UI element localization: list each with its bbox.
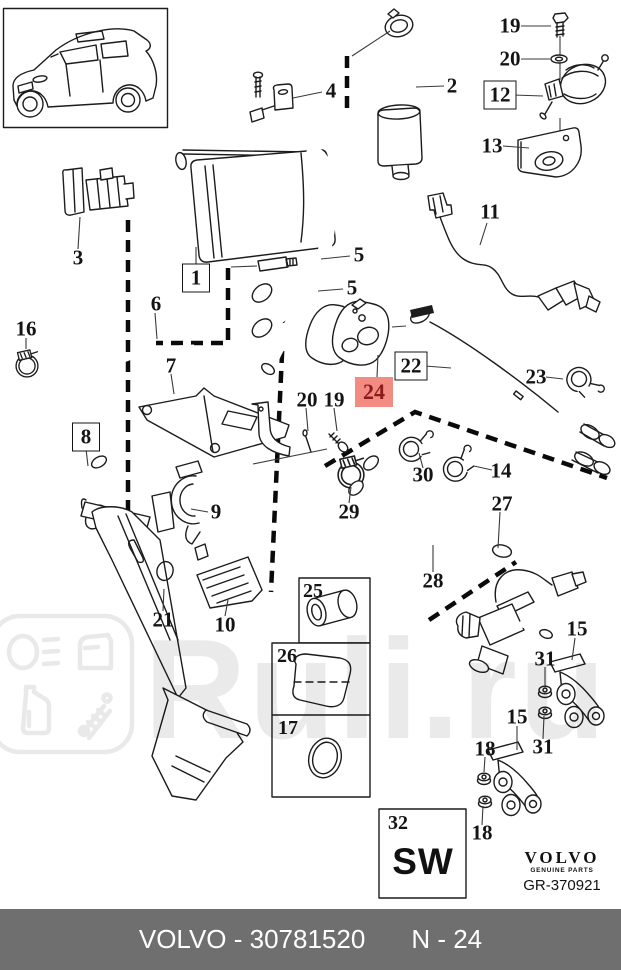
callout-8[interactable]: 8 [72,422,100,452]
sw-box [378,808,467,899]
callout-14[interactable]: 14 [490,458,512,483]
callout-2[interactable]: 2 [446,73,458,98]
part-9-pipe-clamp [151,460,203,545]
part-1-heater-unit [172,120,339,376]
callout-19[interactable]: 19 [499,13,521,38]
callout-22[interactable]: 22 [394,351,428,381]
panel-box-26-17 [271,642,371,798]
callout-26[interactable]: 26 [277,645,297,667]
part-6-hose [53,344,195,393]
part-12-valve-group [517,12,609,178]
callout-25[interactable]: 25 [303,580,323,602]
callout-30[interactable]: 30 [412,462,434,487]
callout-13[interactable]: 13 [481,133,503,158]
callout-24[interactable]: 24 [355,377,393,407]
callout-31[interactable]: 31 [532,734,554,759]
callout-18[interactable]: 18 [474,736,496,761]
callout-16[interactable]: 16 [15,316,37,341]
valve-assembly [455,569,587,675]
callout-15[interactable]: 15 [506,704,528,729]
car-thumbnail [2,7,169,129]
callout-4[interactable]: 4 [325,78,337,103]
part-15-bracket-upper [549,653,605,729]
callout-5[interactable]: 5 [353,242,365,267]
callout-15[interactable]: 15 [566,616,588,641]
callout-10[interactable]: 10 [214,612,236,637]
part-11-cable-harness [427,192,601,313]
part-10-plate [194,543,263,609]
callout-29[interactable]: 29 [338,499,360,524]
callout-31[interactable]: 31 [534,646,556,671]
footer-page-ref: N - 24 [411,924,483,954]
footer-part-number: VOLVO - 30781520 [138,924,366,954]
footer-bar: VOLVO - 30781520 N - 24 [0,909,621,970]
volvo-logo-block: VOLVO GENUINE PARTS GR-370921 [506,848,618,894]
callout-7[interactable]: 7 [165,353,177,378]
drawing-reference: GR-370921 [523,877,601,894]
part-24-gasket-plates [305,298,390,366]
callout-6[interactable]: 6 [150,291,162,316]
callout-32[interactable]: 32 [388,812,408,834]
callout-20[interactable]: 20 [499,46,521,71]
part-7-bracket [138,387,290,458]
volvo-wordmark: VOLVO [524,848,600,867]
callout-12[interactable]: 12 [483,80,517,110]
part-8-bracket-hose [47,452,251,801]
part-21-o-ring [156,560,174,582]
leader-lines [25,25,576,826]
callout-3[interactable]: 3 [72,245,84,270]
callout-23[interactable]: 23 [525,364,547,389]
callout-5[interactable]: 5 [346,275,358,300]
callout-9[interactable]: 9 [210,499,222,524]
sw-code-label: SW [392,841,454,882]
callout-19[interactable]: 19 [323,387,345,412]
callout-1[interactable]: 1 [182,263,210,293]
callout-27[interactable]: 27 [491,491,513,516]
callout-28[interactable]: 28 [422,568,444,593]
callout-11[interactable]: 11 [480,199,500,224]
callout-17[interactable]: 17 [278,717,298,739]
callout-21[interactable]: 21 [152,607,174,632]
part-3-sensor-connector [62,167,135,216]
genuine-parts-tagline: GENUINE PARTS [530,867,594,874]
part-4-screw-clip [249,71,294,123]
center-bracket-screws [251,401,349,457]
callout-20[interactable]: 20 [296,387,318,412]
watermark-icon-panel [0,613,135,755]
diagram-artwork [0,7,616,899]
part-2-intake-pipe [377,8,429,181]
callout-18[interactable]: 18 [471,820,493,845]
part-22-pipe-assembly [410,302,616,475]
part-27-28-y-hose [348,455,513,561]
part-15-bracket-lower [487,741,542,817]
